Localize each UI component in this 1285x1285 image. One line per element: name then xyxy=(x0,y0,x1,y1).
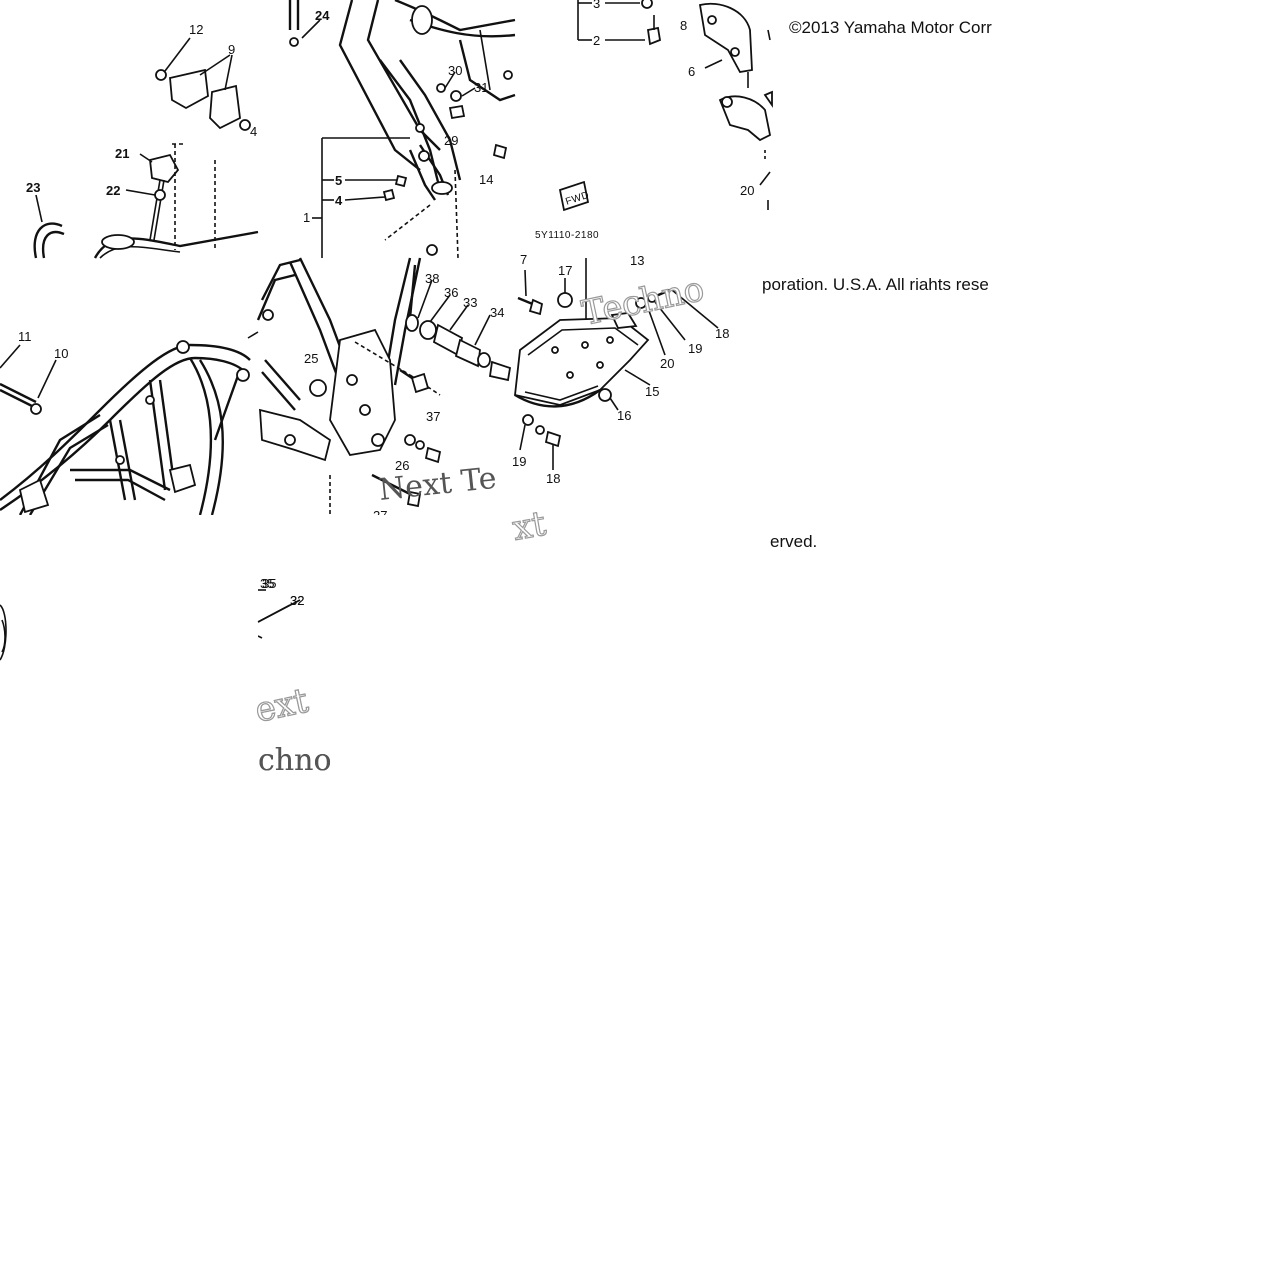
callout-35: 35 xyxy=(260,576,274,591)
callout-8: 8 xyxy=(680,18,687,33)
callout-9: 9 xyxy=(228,42,235,57)
watermark-techno: Techno xyxy=(579,269,708,334)
callout-18b: 18 xyxy=(546,471,560,486)
tile-center: 38 36 33 34 25 37 26 27 xyxy=(256,257,512,523)
callout-21: 21 xyxy=(115,146,129,161)
callout-37: 37 xyxy=(426,409,440,424)
callout-30: 30 xyxy=(448,63,462,78)
callout-12: 12 xyxy=(189,22,203,37)
callout-19b: 19 xyxy=(512,454,526,469)
callout-4: 4 xyxy=(250,124,257,139)
callout-38: 38 xyxy=(425,271,439,286)
part-code: 5Y1110-2180 xyxy=(535,230,599,241)
callout-11: 11 xyxy=(18,329,32,344)
watermark-chno: chno xyxy=(258,743,332,778)
callout-15: 15 xyxy=(645,384,659,399)
watermark-outline-label: xt xyxy=(510,504,550,549)
callout-5: 5 xyxy=(335,173,342,188)
tile-top-left: 12 9 4 21 22 23 xyxy=(26,22,259,259)
callout-32: 32 xyxy=(290,593,304,608)
callout-19: 19 xyxy=(688,341,702,356)
copyright-line-2: poration. U.S.A. All riahts rese xyxy=(762,275,989,294)
copyright-line-1: ©2013 Yamaha Motor Corr xyxy=(789,18,992,37)
callout-18: 18 xyxy=(715,326,729,341)
callout-33: 33 xyxy=(463,295,477,310)
tile-skid-plate: 7 17 13 18 19 20 15 16 19 18 xyxy=(512,252,729,486)
callout-20: 20 xyxy=(740,183,754,198)
callout-34: 34 xyxy=(490,305,504,320)
callout-36: 36 xyxy=(444,285,458,300)
tile-top-right: FWD 5Y1110-2180 3 2 8 6 20 xyxy=(535,0,773,241)
callout-29: 29 xyxy=(444,133,458,148)
callout-16: 16 xyxy=(617,408,631,423)
callout-26: 26 xyxy=(395,458,409,473)
callout-13: 13 xyxy=(630,253,644,268)
callout-23: 23 xyxy=(26,180,40,195)
callout-3: 3 xyxy=(593,0,600,11)
tile-mid-left: 11 10 xyxy=(0,329,259,516)
watermark-chno-label: chno xyxy=(258,743,332,778)
callout-32-label: 32 xyxy=(290,593,304,608)
copyright-line-3-label: erved. xyxy=(770,532,817,551)
callout-6: 6 xyxy=(688,64,695,79)
callout-10: 10 xyxy=(54,346,68,361)
callout-2: 2 xyxy=(593,33,600,48)
callout-25: 25 xyxy=(304,351,318,366)
callout-20b: 20 xyxy=(660,356,674,371)
callout-17: 17 xyxy=(558,263,572,278)
callout-24: 24 xyxy=(315,8,330,23)
callout-31: 31 xyxy=(474,80,488,95)
callout-35-label: 35 xyxy=(262,576,276,591)
callout-22: 22 xyxy=(106,183,120,198)
tile-top-middle: 24 30 31 29 14 5 4 1 xyxy=(288,0,516,259)
watermark-ext-label: ext xyxy=(252,681,312,731)
callout-14: 14 xyxy=(479,172,493,187)
callout-4b: 4 xyxy=(335,193,343,208)
callout-7: 7 xyxy=(520,252,527,267)
callout-1: 1 xyxy=(303,210,310,225)
